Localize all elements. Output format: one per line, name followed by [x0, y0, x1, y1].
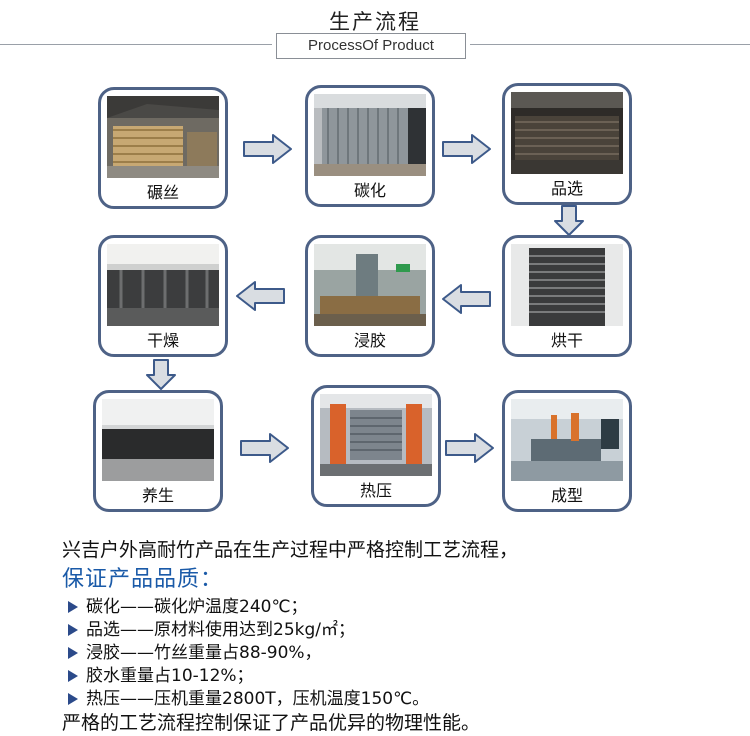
step-label: 干燥 — [146, 331, 179, 350]
step-card-baking: 烘干 — [502, 235, 632, 357]
triangle-bullet-icon — [68, 647, 78, 659]
list-item: 胶水重量占10-12%； — [68, 661, 254, 686]
intro-text: 兴吉户外高耐竹产品在生产过程中严格控制工艺流程， — [62, 539, 519, 561]
step-card-curing: 养生 — [93, 390, 223, 512]
step-photo — [102, 399, 214, 481]
page-subtitle: ProcessOf Product — [276, 33, 466, 59]
flow-arrow-right-icon — [442, 133, 492, 165]
step-photo — [511, 244, 623, 326]
triangle-bullet-icon — [68, 601, 78, 613]
step-photo — [314, 94, 426, 176]
step-photo — [320, 394, 432, 476]
step-card-forming: 成型 — [502, 390, 632, 512]
step-photo — [314, 244, 426, 326]
flow-arrow-right-icon — [445, 432, 495, 464]
step-label: 碾丝 — [146, 183, 179, 202]
step-photo — [511, 92, 623, 174]
step-label: 碳化 — [353, 181, 386, 200]
flow-arrow-left-icon — [441, 283, 491, 315]
step-label: 养生 — [141, 486, 174, 505]
triangle-bullet-icon — [68, 624, 78, 636]
step-card-hot-pressing: 热压 — [311, 385, 441, 507]
flow-arrow-down-icon — [553, 205, 585, 237]
quality-heading: 保证产品品质： — [62, 567, 224, 592]
triangle-bullet-icon — [68, 670, 78, 682]
step-card-drying: 干燥 — [98, 235, 228, 357]
step-card-carbonization: 碳化 — [305, 85, 435, 207]
footer-text: 严格的工艺流程控制保证了产品优异的物理性能。 — [62, 712, 481, 734]
header-divider-right — [470, 44, 750, 45]
step-label: 成型 — [550, 486, 583, 505]
list-item: 热压——压机重量2800T，压机温度150℃。 — [68, 684, 429, 709]
flow-arrow-right-icon — [243, 133, 293, 165]
header-divider-left — [0, 44, 272, 45]
list-item: 碳化——碳化炉温度240℃； — [68, 592, 308, 617]
step-label: 热压 — [359, 481, 392, 500]
step-card-silk-rolling: 碾丝 — [98, 87, 228, 209]
flow-arrow-left-icon — [235, 280, 285, 312]
flow-arrow-right-icon — [240, 432, 290, 464]
step-card-selection: 品选 — [502, 83, 632, 205]
step-label: 浸胶 — [353, 331, 386, 350]
step-photo — [511, 399, 623, 481]
step-photo — [107, 96, 219, 178]
step-photo — [107, 244, 219, 326]
flow-arrow-down-icon — [145, 359, 177, 391]
step-card-glue-dipping: 浸胶 — [305, 235, 435, 357]
page-title: 生产流程 — [329, 10, 421, 34]
list-item: 品选——原材料使用达到25kg/㎡； — [68, 615, 355, 640]
list-item: 浸胶——竹丝重量占88-90%， — [68, 638, 322, 663]
triangle-bullet-icon — [68, 693, 78, 705]
step-label: 烘干 — [550, 331, 583, 350]
step-label: 品选 — [550, 179, 583, 198]
